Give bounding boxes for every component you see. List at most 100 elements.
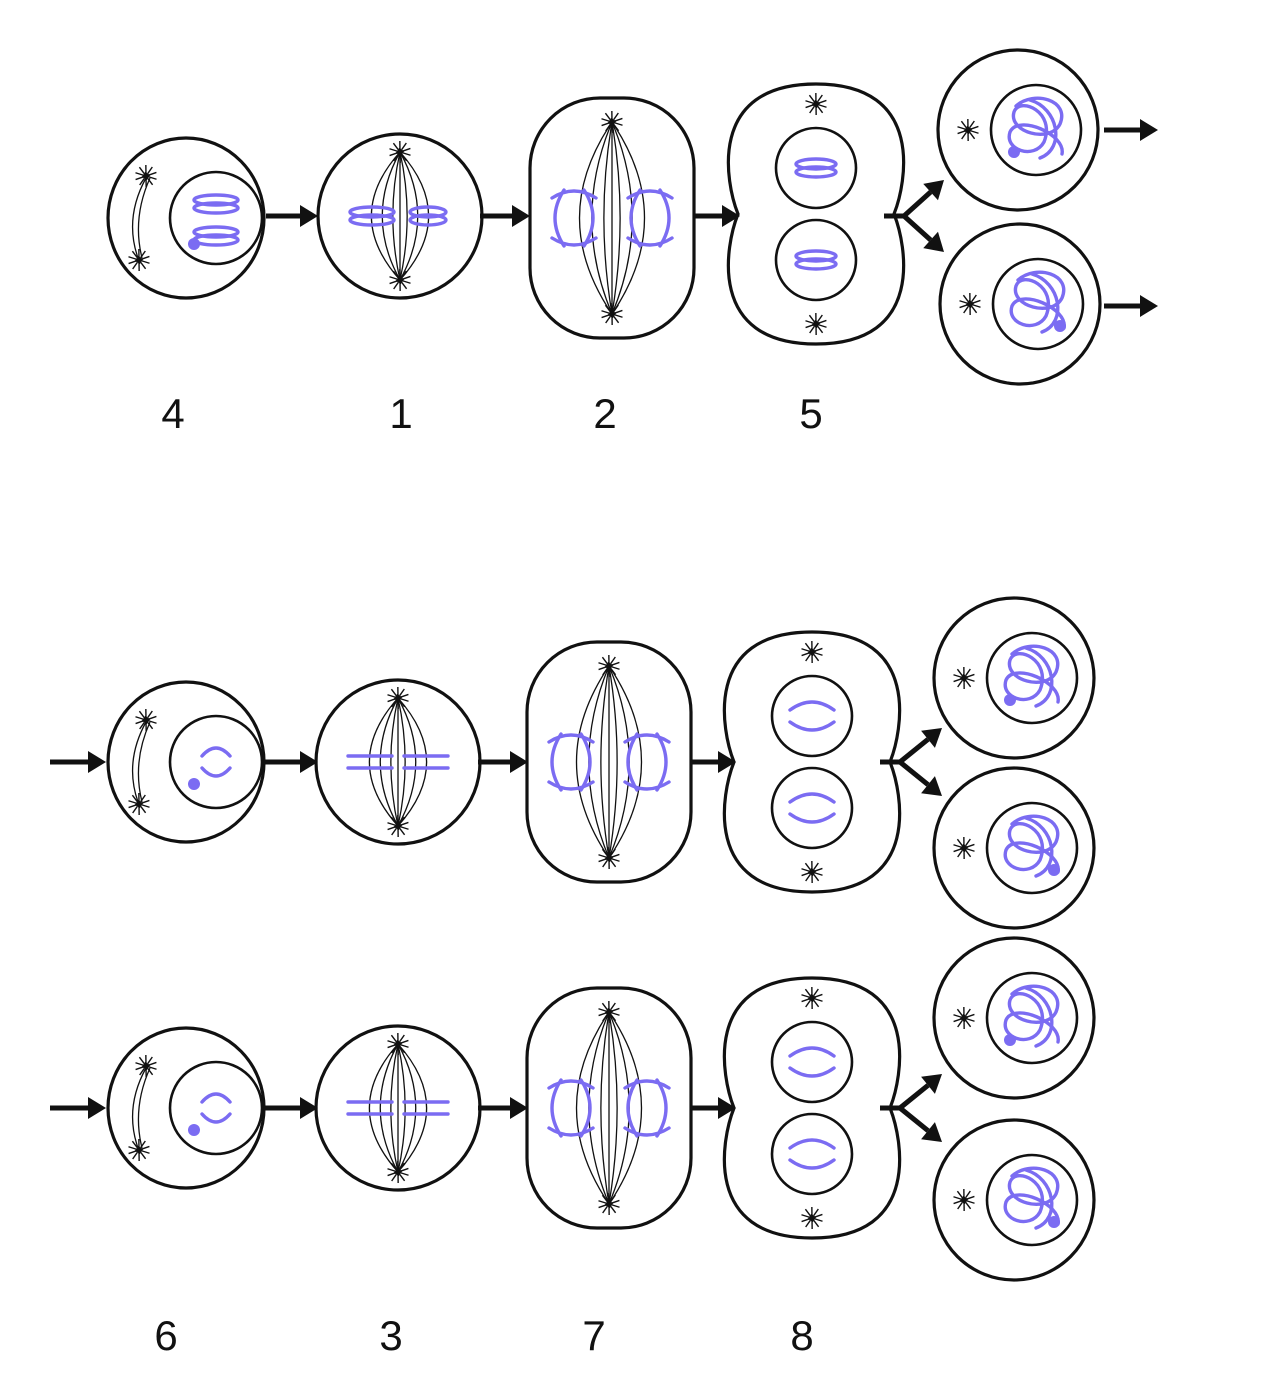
aster-ray: [598, 1012, 607, 1017]
aster-ray: [818, 99, 827, 104]
chromatid-arc: [626, 189, 674, 200]
chromatid-arc: [582, 188, 595, 248]
aster-ray: [813, 653, 820, 662]
aster-ray: [611, 1012, 620, 1016]
chromatid-arc: [655, 732, 668, 792]
centriole: [807, 647, 817, 657]
nucleus: [168, 714, 264, 810]
centriole: [963, 125, 973, 135]
aster-ray: [148, 171, 157, 176]
chromatin-strand: [1030, 272, 1060, 334]
aster-ray: [128, 804, 137, 809]
chromatid-arc: [788, 792, 836, 804]
aster-ray: [966, 848, 975, 852]
aster-ray: [128, 800, 137, 804]
aster-ray: [601, 1194, 608, 1203]
centriole: [604, 1199, 614, 1209]
stage-label-8: 8: [790, 1312, 813, 1359]
chromatid: [192, 201, 240, 215]
centrosome-top: [598, 654, 620, 678]
aster-ray: [804, 862, 811, 871]
centrosome-top: [135, 708, 157, 732]
centrosome-top: [387, 1032, 409, 1056]
chromatin-strand: [1003, 814, 1060, 874]
chromatid: [192, 193, 240, 207]
spindle-fiber: [603, 121, 613, 315]
aster-ray: [601, 848, 608, 857]
arrow-middle-3: [692, 751, 736, 773]
aster-ray: [602, 668, 608, 676]
chromatin-dot: [1054, 320, 1066, 332]
chromatid: [192, 225, 240, 239]
daughter-cell-middle-a: [932, 596, 1096, 760]
aster-ray: [610, 1205, 617, 1214]
cell-membrane: [932, 596, 1096, 760]
aster-ray: [805, 654, 811, 662]
chromatid-arc: [200, 746, 232, 758]
aster-ray: [402, 280, 411, 284]
spindle-fiber: [611, 121, 646, 315]
arrow-7-to-8: [692, 1097, 736, 1119]
aster-ray: [138, 166, 145, 175]
aster-ray: [141, 804, 150, 808]
aster-ray: [598, 666, 607, 671]
chromatid-arc: [547, 733, 595, 744]
centriole: [959, 1195, 969, 1205]
aster-ray: [400, 826, 409, 830]
aster-ray: [401, 142, 407, 150]
aster-ray: [401, 153, 408, 162]
aster-ray: [611, 853, 620, 858]
chromatin-strand: [1007, 96, 1064, 156]
aster-ray: [147, 1067, 154, 1076]
aster-ray: [956, 1190, 963, 1199]
aster-ray: [957, 126, 966, 130]
chromatid-arc: [623, 733, 671, 744]
spindle-fiber: [368, 1043, 399, 1173]
aster-ray: [610, 859, 617, 868]
aster-ray: [965, 849, 972, 858]
centrosome-top: [389, 140, 411, 164]
aster-ray: [966, 1200, 975, 1204]
aster-ray: [814, 993, 823, 998]
chromosome-group-left: [547, 732, 595, 792]
aster-ray: [966, 678, 975, 682]
chromatid-arc: [579, 732, 592, 792]
arrow-in-middle: [50, 751, 106, 773]
spindle-fiber: [397, 697, 406, 827]
arrow-head: [88, 1097, 106, 1119]
spindle-fiber: [578, 121, 613, 315]
arrow-head: [921, 776, 942, 796]
chromatid: [408, 205, 448, 219]
aster-ray: [128, 256, 137, 260]
aster-ray: [389, 276, 398, 280]
aster-ray: [956, 838, 963, 847]
arrow-head: [718, 1097, 736, 1119]
aster-ray: [965, 1190, 971, 1198]
aster-ray: [801, 652, 810, 657]
chromatid: [794, 257, 838, 271]
centrosome: [959, 292, 981, 316]
spindle-fiber: [397, 697, 428, 827]
arrow-down-branch: [902, 214, 944, 252]
centriole: [811, 99, 821, 109]
centrosome-bottom: [801, 860, 823, 884]
arrow-up-branch: [902, 180, 944, 218]
arrow-middle-2: [478, 751, 528, 773]
aster-ray: [400, 1044, 409, 1048]
cell-membrane: [525, 986, 693, 1230]
aster-ray: [392, 270, 399, 279]
aster-ray: [963, 306, 969, 314]
aster-ray: [953, 1200, 962, 1205]
aster-ray: [387, 1044, 396, 1049]
arrow-head: [921, 1074, 942, 1094]
aster-ray: [805, 320, 814, 324]
centriole: [141, 1061, 151, 1071]
aster-ray: [953, 674, 962, 678]
arrow-shaft: [898, 1083, 930, 1110]
aster-ray: [813, 988, 819, 996]
centrosome-bottom: [598, 1192, 620, 1216]
cell-membrane: [938, 222, 1102, 386]
aster-ray: [139, 1068, 145, 1076]
aster-ray: [390, 1034, 397, 1043]
